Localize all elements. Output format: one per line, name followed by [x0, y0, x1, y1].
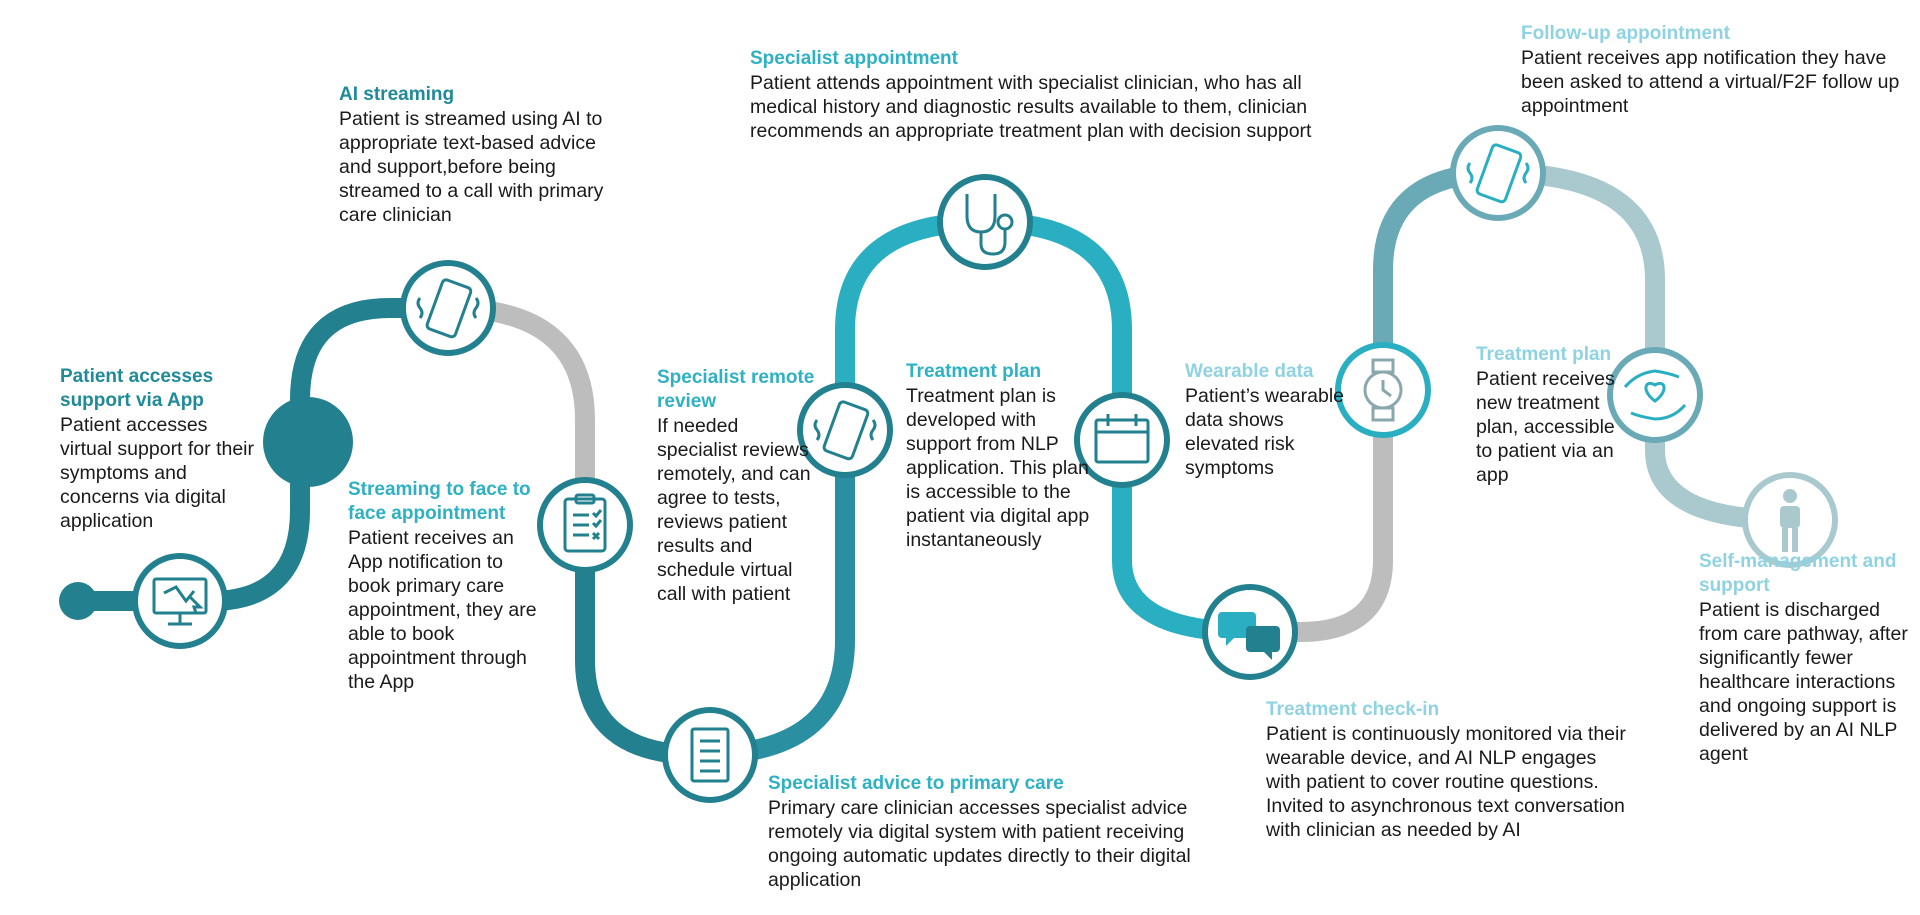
- milestone-dot: [263, 397, 353, 487]
- step-title: Specialist remote review: [657, 367, 815, 412]
- node-ai-streaming: [400, 260, 496, 356]
- step-wearable-data: Wearable data Patient’s wearable data sh…: [1185, 360, 1360, 480]
- step-patient-accesses-app: Patient accesses support via App Patient…: [60, 365, 260, 533]
- smartphone-vibrate-icon: [813, 400, 877, 461]
- step-ai-streaming: AI streaming Patient is streamed using A…: [339, 83, 609, 227]
- step-title: AI streaming: [339, 84, 455, 105]
- step-treatment-plan: Treatment plan Treatment plan is develop…: [906, 360, 1096, 552]
- node-clipboard: [537, 477, 633, 573]
- step-text: Patient receives an App notification to …: [348, 527, 537, 693]
- calendar-icon: [1094, 414, 1150, 464]
- smartphone-vibrate-icon: [1466, 143, 1530, 204]
- step-title: Follow-up appointment: [1521, 23, 1730, 44]
- step-text: If needed specialist reviews remotely, a…: [657, 415, 811, 605]
- node-follow-up: [1450, 125, 1546, 221]
- step-text: Patient is continuously monitored via th…: [1266, 723, 1626, 841]
- step-title: Self-management and support: [1699, 551, 1897, 596]
- step-title: Wearable data: [1185, 361, 1314, 382]
- step-follow-up-appointment: Follow-up appointment Patient receives a…: [1521, 22, 1901, 118]
- node-document: [662, 707, 758, 803]
- path-segment: [1250, 390, 1393, 642]
- step-specialist-appointment: Specialist appointment Patient attends a…: [750, 47, 1345, 143]
- step-text: Primary care clinician accesses speciali…: [768, 797, 1191, 891]
- step-self-management: Self-management and support Patient is d…: [1699, 550, 1914, 766]
- node-calendar: [1074, 392, 1170, 488]
- step-new-treatment-plan: Treatment plan Patient receives new trea…: [1476, 343, 1636, 487]
- node-watch: [1335, 342, 1431, 438]
- step-title: Patient accesses support via App: [60, 366, 214, 411]
- step-text: Patient attends appointment with special…: [750, 72, 1312, 142]
- smartphone-vibrate-icon: [416, 278, 480, 339]
- chat-bubbles-icon: [1218, 612, 1280, 660]
- step-specialist-remote-review: Specialist remote review If needed speci…: [657, 366, 817, 606]
- person-icon: [1780, 489, 1800, 552]
- step-specialist-advice: Specialist advice to primary care Primar…: [768, 772, 1208, 892]
- document-list-icon: [690, 727, 730, 783]
- node-chat: [1202, 584, 1298, 680]
- step-treatment-check-in: Treatment check-in Patient is continuous…: [1266, 698, 1626, 842]
- computer-cursor-icon: [152, 577, 208, 626]
- step-title: Specialist advice to primary care: [768, 773, 1064, 794]
- clipboard-checklist-icon: [563, 493, 607, 553]
- start-dot: [59, 582, 97, 620]
- step-text: Treatment plan is developed with support…: [906, 385, 1090, 551]
- step-title: Treatment check-in: [1266, 699, 1440, 720]
- step-title: Streaming to face to face appointment: [348, 479, 531, 524]
- node-specialist-remote: [797, 382, 893, 478]
- step-text: Patient’s wearable data shows elevated r…: [1185, 385, 1344, 479]
- step-text: Patient receives app notification they h…: [1521, 47, 1900, 117]
- step-text: Patient is streamed using AI to appropri…: [339, 108, 604, 226]
- smartwatch-icon: [1363, 358, 1403, 422]
- step-title: Treatment plan: [1476, 344, 1612, 365]
- step-title: Treatment plan: [906, 361, 1042, 382]
- step-text: Patient accesses virtual support for the…: [60, 414, 255, 532]
- stethoscope-icon: [965, 194, 1014, 256]
- step-title: Specialist appointment: [750, 48, 958, 69]
- step-text: Patient receives new treatment plan, acc…: [1476, 368, 1615, 486]
- hands-heart-icon: [1623, 369, 1687, 421]
- step-text: Patient is discharged from care pathway,…: [1699, 599, 1908, 765]
- node-stethoscope: [937, 174, 1033, 270]
- node-person: [1742, 472, 1838, 568]
- step-streaming-f2f: Streaming to face to face appointment Pa…: [348, 478, 548, 694]
- node-computer: [132, 553, 228, 649]
- node-hands-heart: [1607, 347, 1703, 443]
